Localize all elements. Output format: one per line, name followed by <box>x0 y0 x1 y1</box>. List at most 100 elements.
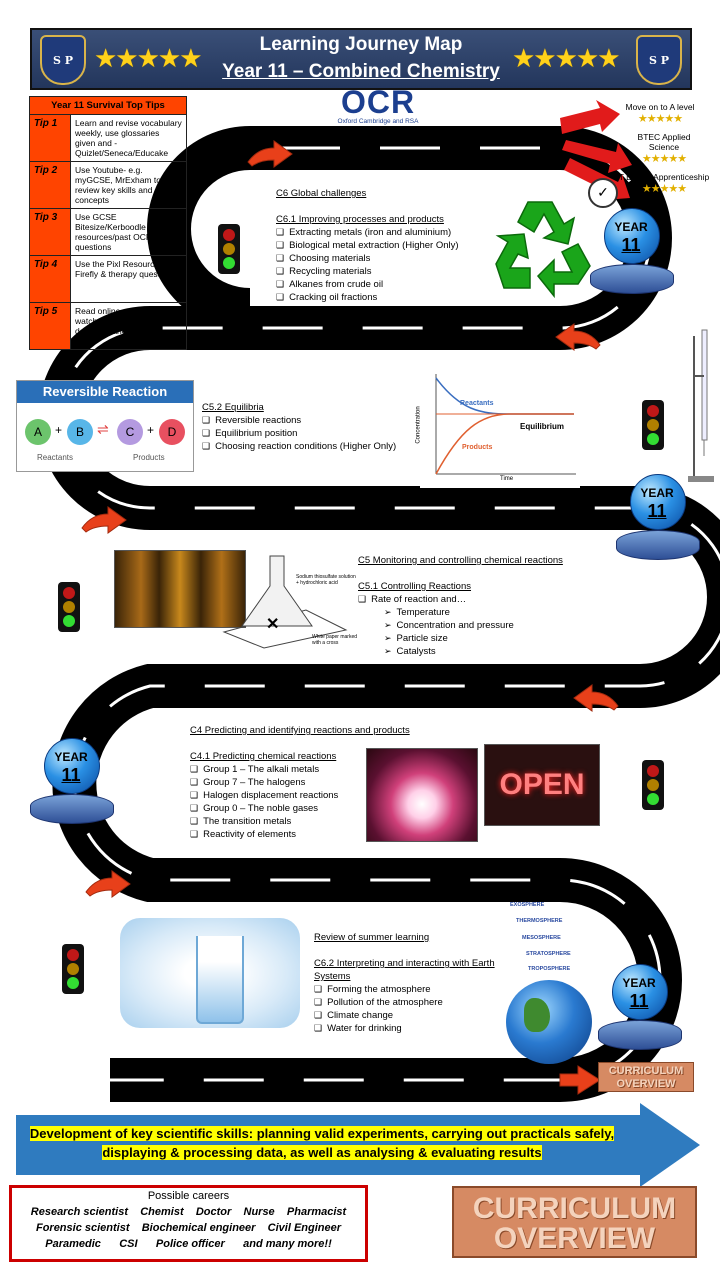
topic-item: Concentration and pressure <box>358 619 608 632</box>
skills-text: Development of key scientific skills: pl… <box>29 1126 615 1160</box>
topic-subheading: C5.1 Controlling Reactions <box>358 581 472 592</box>
reversible-title: Reversible Reaction <box>17 381 193 403</box>
water-glass-photo <box>120 918 300 1028</box>
topic-item: Choosing reaction conditions (Higher Onl… <box>202 440 424 453</box>
year-badge: YEAR 11 <box>590 208 674 294</box>
topic-item: Group 0 – The noble gases <box>190 802 440 815</box>
tip-text: Use GCSE Bitesize/Kerboodle resources/pa… <box>70 208 187 256</box>
species-d: D <box>159 419 185 445</box>
burette-stand-icon <box>688 329 714 482</box>
topic-item: Biological metal extraction (Higher Only… <box>276 239 496 252</box>
cross-mark: ✕ <box>266 616 280 633</box>
next-step-label: T Level / Apprenticeship <box>618 172 710 182</box>
next-step-stars: ★★★★★ <box>641 183 687 195</box>
equilibrium-graph: Reactants Products Equilibrium Time Conc… <box>416 370 580 488</box>
traffic-light-icon <box>62 944 84 994</box>
topic-heading: C4 Predicting and identifying reactions … <box>190 725 410 736</box>
graph-products-label: Products <box>462 444 493 451</box>
products-label: Products <box>133 453 165 462</box>
tip-key: Tip 4 <box>29 255 71 303</box>
topic-item: Group 7 – The halogens <box>190 776 440 789</box>
curriculum-overview-button[interactable]: CURRICULUM OVERVIEW <box>452 1186 697 1258</box>
topic-c5: C5 Monitoring and controlling chemical r… <box>358 554 608 658</box>
careers-line: Forensic scientist Biochemical engineer … <box>35 1222 342 1234</box>
year-badge: YEAR 11 <box>30 738 114 824</box>
award-rosette-icon: ✓ <box>588 178 618 208</box>
topic-lead: Rate of reaction and… <box>358 593 608 606</box>
tip-key: Tip 1 <box>29 114 71 162</box>
page-subtitle: Year 11 – Combined Chemistry <box>222 61 500 82</box>
topic-item: Extracting metals (iron and aluminium) <box>276 226 496 239</box>
tip-text: Use the Pixl Resources on Firefly & ther… <box>70 255 187 303</box>
layer-label: EXOSPHERE <box>510 902 545 908</box>
layer-label: THERMOSPHERE <box>516 918 563 924</box>
tips-heading: Year 11 Survival Top Tips <box>29 96 187 115</box>
topic-item: Water for drinking <box>314 1022 504 1035</box>
recycle-icon <box>495 201 591 298</box>
conical-flask-diagram <box>222 555 348 649</box>
careers-box: Possible careers Research scientist Chem… <box>9 1185 368 1262</box>
topic-subheading: C4.1 Predicting chemical reactions <box>190 751 337 762</box>
next-step-stars: ★★★★★ <box>637 113 683 125</box>
layer-label: TROPOSPHERE <box>528 966 571 972</box>
stars-right: ★★★★★ <box>512 43 621 73</box>
page-title: Learning Journey Map <box>259 34 463 55</box>
careers-heading: Possible careers <box>147 1190 230 1202</box>
year-number: 11 <box>621 235 641 255</box>
plus-icon: + <box>55 423 63 437</box>
topic-item: Alkanes from crude oil <box>276 278 496 291</box>
traffic-light-icon <box>58 582 80 632</box>
traffic-light-icon <box>218 224 240 274</box>
skills-banner: Development of key scientific skills: pl… <box>22 1124 622 1162</box>
topic-item: The transition metals <box>190 815 440 828</box>
tip-text: Learn and revise vocabulary weekly, use … <box>70 114 187 162</box>
next-step-btec: BTEC Applied Science ★★★★★ <box>628 132 700 165</box>
graph-x-label: Time <box>500 476 514 482</box>
topic-item: Pollution of the atmosphere <box>314 996 504 1009</box>
topic-item: Equilibrium position <box>202 427 424 440</box>
tip-key: Tip 5 <box>29 302 71 350</box>
reaction-photo <box>114 550 246 628</box>
year-label: YEAR <box>622 976 656 990</box>
curriculum-overview-link[interactable]: CURRICULUM OVERVIEW <box>598 1062 694 1092</box>
topic-item: Climate change <box>314 1009 504 1022</box>
layer-label: MESOSPHERE <box>522 935 561 941</box>
year-badge: YEAR 11 <box>616 474 700 560</box>
plus-icon: + <box>147 423 155 437</box>
species-a: A <box>25 419 51 445</box>
careers-line: Paramedic CSI Police officer and many mo… <box>45 1238 332 1250</box>
next-step-t-level: T Level / Apprenticeship ★★★★★ <box>618 172 710 195</box>
layer-label: STRATOSPHERE <box>526 951 571 957</box>
topic-c52: C5.2 Equilibria Reversible reactions Equ… <box>202 401 424 453</box>
ocr-logo-tagline: Oxford Cambridge and RSA <box>337 118 419 125</box>
reactants-label: Reactants <box>37 453 74 462</box>
year-label: YEAR <box>54 750 88 764</box>
topic-item: Choosing materials <box>276 252 496 265</box>
species-c: C <box>117 419 143 445</box>
road-arrow <box>247 140 293 168</box>
atmosphere-layers-diagram: EXOSPHERE THERMOSPHERE MESOSPHERE STRATO… <box>466 900 596 980</box>
topic-heading: C5 Monitoring and controlling chemical r… <box>358 555 563 566</box>
topic-heading: Review of summer learning <box>314 932 430 943</box>
topic-subheading: C6.2 Interpreting and interacting with E… <box>314 958 495 982</box>
tip-key: Tip 2 <box>29 161 71 209</box>
topic-item: Particle size <box>358 632 608 645</box>
year-number: 11 <box>629 991 649 1011</box>
graph-equilibrium-label: Equilibrium <box>520 422 564 431</box>
year-number: 11 <box>61 765 81 785</box>
topic-item: Reactivity of elements <box>190 828 440 841</box>
flame-test-photo <box>366 748 478 842</box>
tip-key: Tip 3 <box>29 208 71 256</box>
next-step-label: Move on to A level <box>625 102 695 112</box>
equilibrium-graph-svg <box>435 374 576 475</box>
next-step-a-level: Move on to A level ★★★★★ <box>610 102 710 125</box>
ocr-logo-text: OCR <box>340 84 416 120</box>
topic-c62: Review of summer learning C6.2 Interpret… <box>314 931 504 1035</box>
topic-item: Group 1 – The alkali metals <box>190 763 440 776</box>
reversible-reaction-card: Reversible Reaction A + B ⇌ C + D Reacta… <box>16 380 194 472</box>
graph-y-label: Concentration <box>415 406 422 444</box>
